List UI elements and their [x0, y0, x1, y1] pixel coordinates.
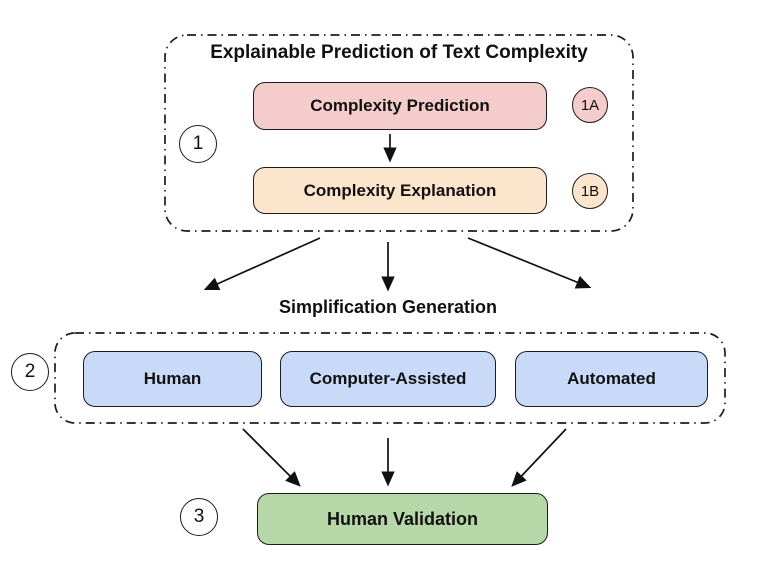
stage3-step-circle: 3: [180, 498, 218, 536]
stage2-title: Simplification Generation: [278, 297, 498, 317]
automated-label: Automated: [567, 369, 656, 388]
human-label: Human: [143, 369, 202, 388]
complexity-explanation-box: Complexity Explanation: [253, 167, 547, 214]
stage2-container: [54, 332, 726, 424]
stage1-step-circle: 1: [179, 125, 217, 163]
stage1-step-number: 1: [192, 133, 204, 154]
stage1-title: Explainable Prediction of Text Complexit…: [210, 42, 588, 63]
automated-box: Automated: [515, 351, 708, 407]
human-validation-box: Human Validation: [257, 493, 548, 545]
computer-assisted-label: Computer-Assisted: [309, 369, 467, 388]
arrow-stage1-to-human: [203, 237, 321, 291]
stage1-container: [164, 34, 634, 232]
human-validation-label: Human Validation: [326, 508, 479, 529]
badge-1b-label: 1B: [580, 182, 600, 200]
human-box: Human: [83, 351, 262, 407]
arrow-stage1-to-automated: [467, 237, 592, 289]
stage2-step-number: 2: [24, 361, 36, 382]
arrow-automated-to-validation: [511, 428, 567, 487]
arrow-human-to-validation: [242, 428, 301, 487]
complexity-prediction-label: Complexity Prediction: [310, 96, 490, 115]
computer-assisted-box: Computer-Assisted: [280, 351, 496, 407]
complexity-explanation-label: Complexity Explanation: [303, 180, 497, 200]
stage2-step-circle: 2: [11, 353, 49, 391]
complexity-prediction-box: Complexity Prediction: [253, 82, 547, 130]
badge-1b: 1B: [572, 173, 608, 209]
badge-1a-label: 1A: [580, 96, 600, 114]
badge-1a: 1A: [572, 87, 608, 123]
stage3-step-number: 3: [193, 506, 205, 527]
